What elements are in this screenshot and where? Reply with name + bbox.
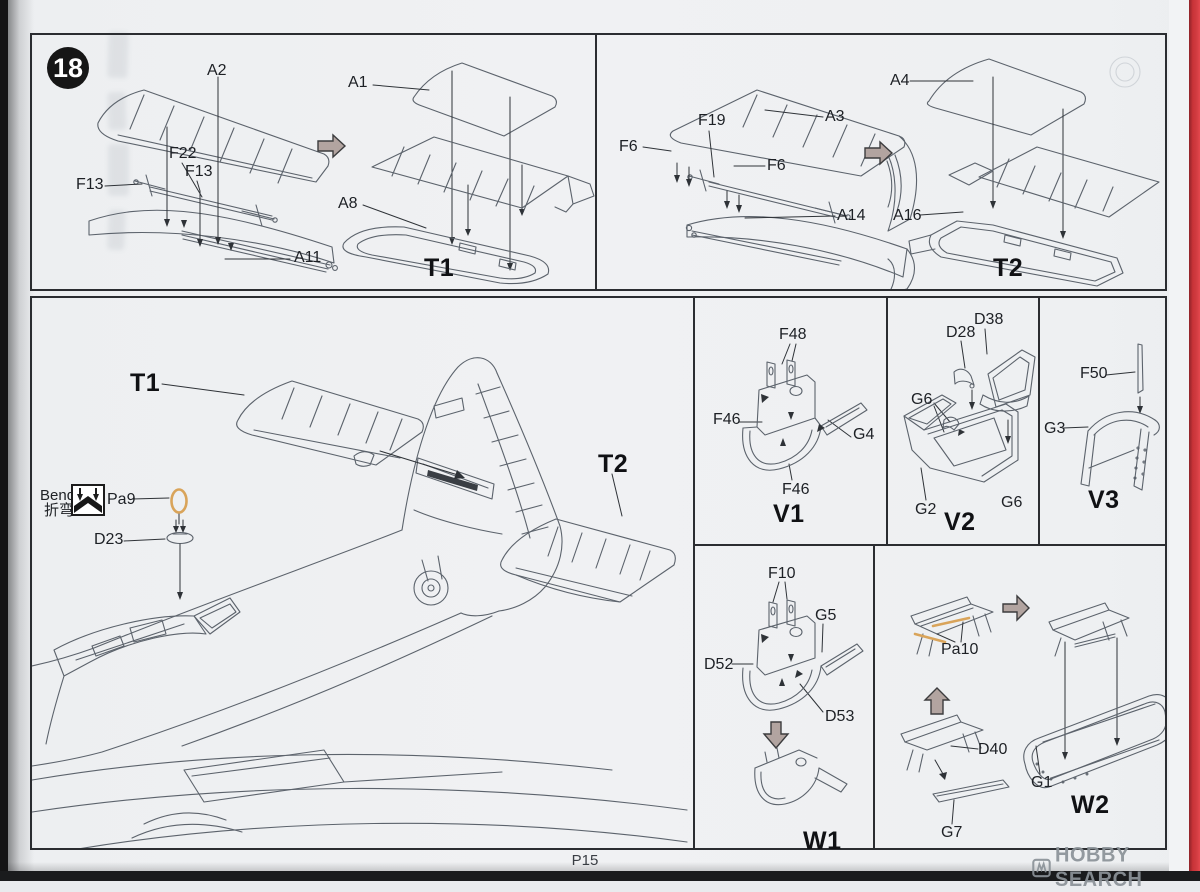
hobbysearch-logo-icon (1032, 858, 1051, 878)
tail-installation-drawing (32, 357, 688, 848)
part-label-a3: A3 (825, 108, 845, 125)
panel-v1: F48 F46 G4 F46 V1 (693, 296, 888, 546)
step-number: 18 (52, 52, 84, 83)
part-label-f48: F48 (779, 326, 807, 343)
w2-gear-door-drawing (900, 594, 1165, 825)
part-label-g7: G7 (941, 824, 963, 841)
part-label-g1: G1 (1031, 774, 1053, 791)
subassembly-label-v3: V3 (1088, 486, 1120, 514)
bend-icon (71, 484, 105, 516)
part-label-g3: G3 (1044, 420, 1066, 437)
panel-v2: D28 D38 G6 G2 G6 V2 (886, 296, 1040, 546)
part-label-g6-left: G6 (911, 391, 933, 408)
subassembly-label-w2: W2 (1071, 791, 1110, 819)
book-binding-red-edge (1189, 0, 1200, 871)
scan-edge-bottom (0, 871, 1200, 881)
subassembly-label-t2-main: T2 (598, 450, 629, 478)
panel-v3: F50 G3 V3 (1038, 296, 1167, 546)
panel-step18-t2-assembly: F19 F6 A3 F6 A14 A4 A16 T2 (595, 33, 1167, 291)
subassembly-label-t2: T2 (993, 254, 1024, 282)
bend-note-en: Bend (40, 487, 76, 504)
part-label-d38: D38 (974, 311, 1004, 328)
part-label-a14: A14 (837, 207, 866, 224)
part-label-d52: D52 (704, 656, 734, 673)
part-label-f46-bottom: F46 (782, 481, 810, 498)
part-label-d23: D23 (94, 531, 124, 548)
bend-note-zh: 折弯 (44, 502, 75, 519)
part-label-pa9: Pa9 (107, 491, 136, 508)
scan-edge-left (0, 0, 8, 881)
w1-bracket-drawing (731, 581, 864, 806)
part-label-g6-right: G6 (1001, 494, 1023, 511)
part-label-f6-left: F6 (619, 138, 638, 155)
v2-windscreen-drawing (903, 328, 1036, 501)
part-label-f50: F50 (1080, 365, 1108, 382)
part-label-d28: D28 (946, 324, 976, 341)
part-label-f46-left: F46 (713, 411, 741, 428)
part-label-a16: A16 (893, 207, 922, 224)
page-number: P15 (571, 852, 599, 869)
part-label-f6-right: F6 (767, 157, 786, 174)
subassembly-label-v1: V1 (773, 500, 805, 528)
part-label-g2: G2 (915, 501, 937, 518)
page-right-margin (1169, 0, 1189, 871)
step-number-badge: 18 (47, 47, 89, 89)
part-label-f10: F10 (768, 565, 796, 582)
part-label-f22: F22 (169, 145, 197, 162)
part-label-g5: G5 (815, 607, 837, 624)
part-label-a4: A4 (890, 72, 910, 89)
v1-bracket-drawing (738, 343, 868, 481)
subassembly-label-w1: W1 (803, 827, 842, 855)
panel-w2: Pa10 D40 G7 G1 W2 (873, 544, 1167, 850)
part-label-f13-right: F13 (185, 163, 213, 180)
part-label-a11: A11 (294, 249, 322, 266)
panel-w1: F10 G5 D52 D53 W1 (693, 544, 875, 855)
hobbysearch-watermark: HOBBY SEARCH (1032, 843, 1200, 892)
panel-step18-t1-assembly: 18 A2 F22 F13 F13 A11 A1 A8 T1 (30, 33, 597, 291)
t2-assembly-drawing (642, 56, 1160, 289)
part-label-pa10: Pa10 (941, 641, 979, 658)
part-label-a1: A1 (348, 74, 368, 91)
bottom-edge-shadow (0, 862, 1200, 871)
part-label-f19: F19 (698, 112, 726, 129)
part-label-d53: D53 (825, 708, 855, 725)
subassembly-label-t1: T1 (424, 254, 455, 282)
part-label-d40: D40 (978, 741, 1008, 758)
page-curve-shadow (8, 0, 34, 881)
subassembly-label-v2: V2 (944, 508, 976, 536)
part-label-f13-left: F13 (76, 176, 104, 193)
subassembly-label-t1-main: T1 (130, 369, 161, 397)
panel-tail-installation: T1 T2 Bend 折弯 Pa9 D23 (30, 296, 695, 850)
v3-canopy-drawing (1062, 343, 1160, 491)
t1-assembly-drawing (88, 62, 595, 285)
part-label-g4: G4 (853, 426, 875, 443)
part-label-a8: A8 (338, 195, 358, 212)
watermark-text: HOBBY SEARCH (1055, 843, 1143, 892)
part-label-a2: A2 (207, 62, 227, 79)
